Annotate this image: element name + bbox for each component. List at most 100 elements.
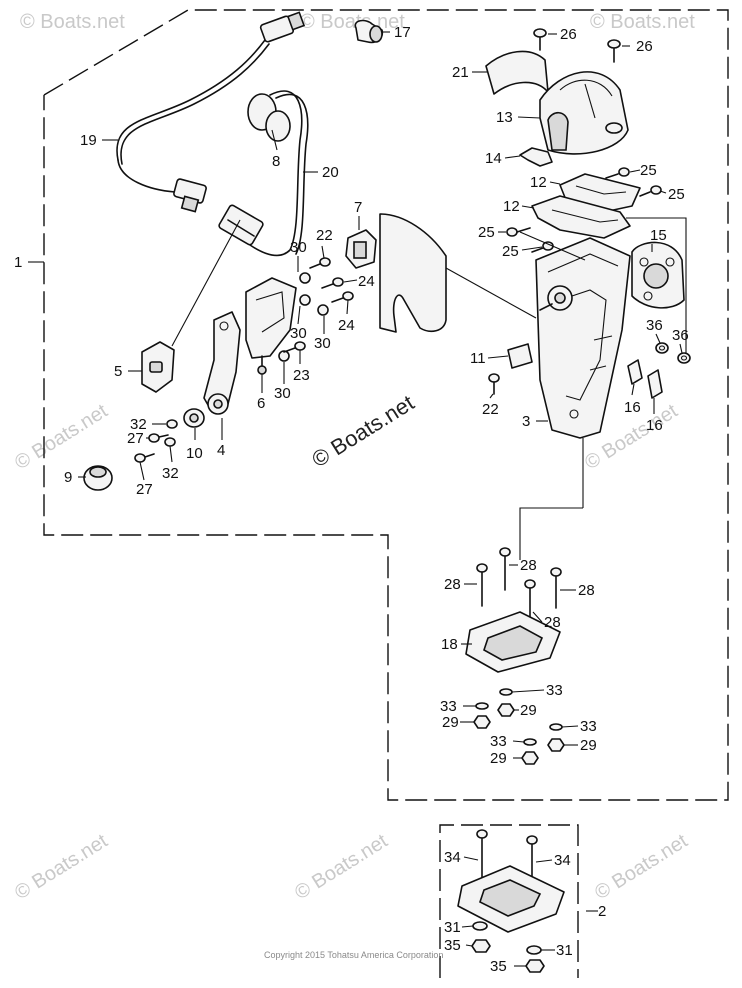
- callout-30d: 30: [274, 385, 291, 402]
- part-14: [519, 147, 553, 167]
- callout-1: 1: [14, 254, 22, 271]
- callout-28d: 28: [578, 582, 595, 599]
- callout-13: 13: [496, 109, 513, 126]
- callout-32a: 32: [130, 416, 147, 433]
- callout-21: 21: [452, 64, 469, 81]
- plate: [379, 213, 447, 333]
- screw-26a: [533, 28, 547, 51]
- screw-27b: [134, 453, 155, 463]
- washer-33c: [549, 723, 563, 731]
- callout-14: 14: [485, 150, 502, 167]
- callout-28c: 28: [544, 614, 561, 631]
- callout-10: 10: [186, 445, 203, 462]
- screw-26b: [607, 39, 621, 63]
- washer-36b: [677, 352, 691, 364]
- callout-22a: 22: [316, 227, 333, 244]
- callout-16a: 16: [624, 399, 641, 416]
- callout-2: 2: [598, 903, 606, 920]
- callout-34b: 34: [554, 852, 571, 869]
- callout-3: 3: [522, 413, 530, 430]
- watermark: © Boats.net: [20, 11, 125, 33]
- callout-29a: 29: [442, 714, 459, 731]
- callout-4: 4: [217, 442, 225, 459]
- callout-12a: 12: [530, 174, 547, 191]
- washer-30b: [299, 294, 311, 306]
- callout-15: 15: [650, 227, 667, 244]
- nut-35b: [525, 959, 545, 973]
- callout-27a: 27: [127, 430, 144, 447]
- callout-33d: 33: [490, 733, 507, 750]
- screw-22a: [309, 257, 331, 269]
- screw-22b: [488, 373, 500, 395]
- watermark: © Boats.net: [300, 11, 405, 33]
- nut-29c: [547, 738, 565, 752]
- callout-33b: 33: [546, 682, 563, 699]
- watermark: © Boats.net: [11, 830, 112, 904]
- part-21: [485, 50, 549, 95]
- screw-24a: [321, 277, 344, 289]
- main-watermark: © Boats.net: [307, 390, 418, 472]
- callout-18: 18: [441, 636, 458, 653]
- nut-29a: [473, 715, 491, 729]
- screw-25d: [531, 241, 554, 253]
- watermark: © Boats.net: [11, 400, 112, 474]
- washer-30c: [317, 304, 329, 316]
- washer-32b: [164, 437, 176, 447]
- callout-33a: 33: [440, 698, 457, 715]
- copyright-text: Copyright 2015 Tohatsu America Corporati…: [264, 950, 443, 960]
- part-17: [354, 19, 384, 44]
- part-11: [507, 343, 533, 369]
- callout-30c: 30: [314, 335, 331, 352]
- part-6: [245, 277, 297, 375]
- screw-25b: [639, 185, 662, 197]
- callout-20: 20: [322, 164, 339, 181]
- part-7: [345, 229, 377, 269]
- nut-29d: [521, 751, 539, 765]
- callout-7: 7: [354, 199, 362, 216]
- callout-29b: 29: [520, 702, 537, 719]
- callout-35b: 35: [490, 958, 507, 975]
- callout-28b: 28: [520, 557, 537, 574]
- callout-8: 8: [272, 153, 280, 170]
- callout-labels: 1 2 3 4 5 6 7 8 9 10 11 12 12 13 14 15 1…: [14, 24, 689, 975]
- part-3-housing: [535, 237, 631, 439]
- harness-20: [218, 90, 309, 257]
- callout-36b: 36: [672, 327, 689, 344]
- bolt-28c: [524, 579, 536, 619]
- bolt-28a: [476, 563, 488, 607]
- screw-25c: [506, 227, 531, 237]
- part-12b: [531, 195, 631, 239]
- bolt-28d: [550, 567, 562, 609]
- washer-32a: [166, 419, 178, 429]
- callout-31b: 31: [556, 942, 573, 959]
- watermark: © Boats.net: [591, 830, 692, 904]
- callout-35a: 35: [444, 937, 461, 954]
- part-16a: [627, 359, 643, 385]
- part-9: [83, 465, 113, 491]
- callout-29c: 29: [580, 737, 597, 754]
- callout-25c: 25: [478, 224, 495, 241]
- callout-33c: 33: [580, 718, 597, 735]
- bolt-34a: [476, 829, 488, 879]
- watermark: © Boats.net: [590, 11, 695, 33]
- washer-36a: [655, 342, 669, 354]
- screw-25a: [605, 167, 630, 179]
- callout-27b: 27: [136, 481, 153, 498]
- callout-36a: 36: [646, 317, 663, 334]
- part-18: [465, 611, 561, 673]
- callout-25a: 25: [640, 162, 657, 179]
- callout-25d: 25: [502, 243, 519, 260]
- screw-23: [283, 341, 306, 353]
- washer-30d: [278, 350, 290, 362]
- callout-6: 6: [257, 395, 265, 412]
- part-10: [183, 408, 205, 428]
- callout-5: 5: [114, 363, 122, 380]
- callout-16b: 16: [646, 417, 663, 434]
- assembly-2-boundary: [439, 824, 579, 978]
- part-2-plate: [457, 865, 565, 933]
- callout-24a: 24: [358, 273, 375, 290]
- assembly-1-boundary: [43, 9, 729, 801]
- bolt-28b: [499, 547, 511, 591]
- callout-26a: 26: [560, 26, 577, 43]
